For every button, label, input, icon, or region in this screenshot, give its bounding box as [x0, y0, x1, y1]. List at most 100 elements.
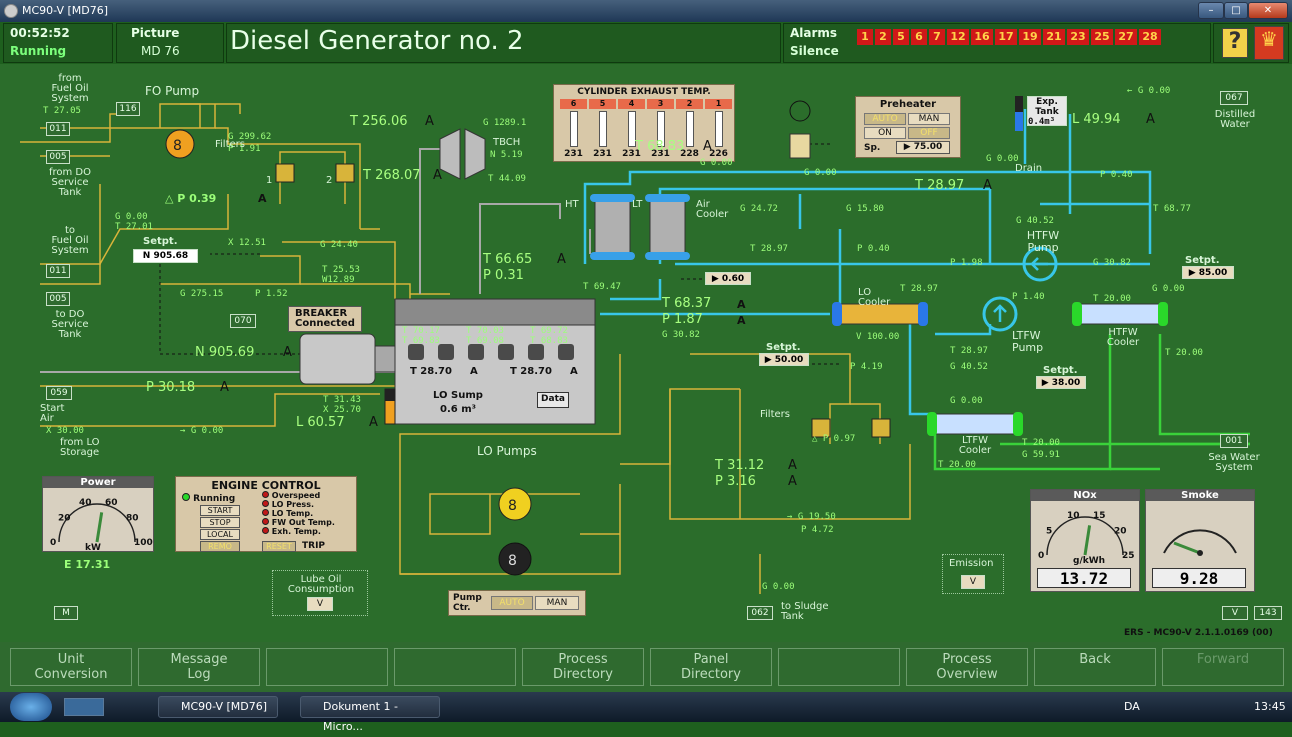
- alarm-number[interactable]: 12: [947, 29, 969, 45]
- preheater-man-button[interactable]: MAN: [908, 113, 950, 125]
- preheater-off-button[interactable]: OFF: [908, 127, 950, 139]
- smoke-value: 9.28: [1152, 568, 1246, 588]
- sump-level-alarm[interactable]: A: [369, 415, 378, 430]
- box-143[interactable]: 143: [1254, 606, 1282, 620]
- bottom-nav-button[interactable]: [394, 648, 516, 686]
- air-cooler-valve[interactable]: ▶ 0.60: [705, 272, 751, 285]
- lo-temp-alarm-b[interactable]: A: [570, 366, 578, 377]
- cylinder-temp: T 70.03: [466, 326, 504, 336]
- box-011-top[interactable]: 011: [46, 122, 70, 136]
- m-button[interactable]: M: [54, 606, 78, 620]
- box-059[interactable]: 059: [46, 386, 72, 400]
- alarm-number[interactable]: 16: [971, 29, 993, 45]
- injection-flow: G 24.40: [320, 240, 358, 250]
- bottom-nav-button[interactable]: Back: [1034, 648, 1156, 686]
- start-air-alarm[interactable]: A: [220, 380, 229, 395]
- lt-temp-alarm[interactable]: A: [983, 178, 992, 193]
- alarm-number[interactable]: 1: [857, 29, 873, 45]
- alarm-number[interactable]: 25: [1091, 29, 1113, 45]
- bottom-nav-button[interactable]: [266, 648, 388, 686]
- language-indicator[interactable]: DA: [1124, 700, 1140, 713]
- filter-dp-alarm[interactable]: A: [258, 192, 267, 205]
- pump-auto-button[interactable]: AUTO: [491, 596, 533, 610]
- data-button[interactable]: Data: [537, 392, 569, 408]
- ht-temp-6877: T 68.77: [1153, 204, 1191, 214]
- ht-setpoint[interactable]: ▶ 85.00: [1182, 266, 1234, 279]
- expansion-tank[interactable]: Exp. Tank: [1027, 96, 1067, 126]
- trip-item: Overspeed: [262, 491, 320, 500]
- box-005-bottom[interactable]: 005: [46, 292, 70, 306]
- bottom-nav-button[interactable]: [778, 648, 900, 686]
- alarm-number[interactable]: 21: [1043, 29, 1065, 45]
- bottom-nav-button[interactable]: Unit Conversion: [10, 648, 132, 686]
- tbch-temp: T 44.09: [488, 174, 526, 184]
- alarm-number[interactable]: 28: [1139, 29, 1161, 45]
- box-011-bottom[interactable]: 011: [46, 264, 70, 278]
- preheater-auto-button[interactable]: AUTO: [864, 113, 906, 125]
- ht-pressure-alarm[interactable]: A: [737, 314, 746, 327]
- lt-setpoint[interactable]: ▶ 38.00: [1036, 376, 1086, 389]
- lube-oil-button[interactable]: V: [307, 597, 333, 611]
- lo-pump-temp-alarm[interactable]: A: [788, 458, 797, 473]
- box-001[interactable]: 001: [1220, 434, 1248, 448]
- bottom-nav-button[interactable]: Panel Directory: [650, 648, 772, 686]
- emission-button[interactable]: V: [961, 575, 985, 589]
- alarm-number[interactable]: 7: [929, 29, 945, 45]
- turbo-inlet-alarm[interactable]: A: [425, 114, 434, 129]
- box-062[interactable]: 062: [747, 606, 773, 620]
- box-070[interactable]: 070: [230, 314, 256, 328]
- picture-box[interactable]: Picture MD 76: [116, 23, 224, 63]
- pump-man-button[interactable]: MAN: [535, 596, 579, 610]
- minimize-button[interactable]: –: [1198, 2, 1224, 19]
- close-button[interactable]: ✕: [1248, 2, 1288, 19]
- turbo-after-alarm[interactable]: A: [433, 168, 442, 183]
- maximize-button[interactable]: □: [1224, 2, 1248, 19]
- picture-label: Picture: [131, 26, 180, 40]
- start-orb-icon[interactable]: [10, 693, 52, 721]
- lt-temp-2897b: T 28.97: [750, 244, 788, 254]
- start-button[interactable]: START: [200, 505, 240, 516]
- remote-button[interactable]: REMO: [200, 541, 240, 552]
- task-mc90[interactable]: MC90-V [MD76]: [158, 696, 278, 718]
- preheater-on-button[interactable]: ON: [864, 127, 906, 139]
- bottom-nav-button[interactable]: Forward: [1162, 648, 1284, 686]
- local-button[interactable]: LOCAL: [200, 529, 240, 540]
- stop-button[interactable]: STOP: [200, 517, 240, 528]
- ht-outlet-alarm[interactable]: A: [703, 139, 712, 154]
- help-icon[interactable]: ?: [1222, 28, 1248, 58]
- exp-tank-alarm[interactable]: A: [1146, 112, 1155, 127]
- silence-label[interactable]: Silence: [790, 44, 839, 58]
- lo-temp-alarm-a[interactable]: A: [470, 366, 478, 377]
- reset-button[interactable]: RESET: [262, 541, 296, 552]
- alarm-number[interactable]: 23: [1067, 29, 1089, 45]
- box-067[interactable]: 067: [1220, 91, 1248, 105]
- ltfw-cooler-flow: G 59.91: [1022, 450, 1060, 460]
- alarm-number[interactable]: 19: [1019, 29, 1041, 45]
- engine-speed-alarm[interactable]: A: [283, 345, 292, 360]
- alarm-number[interactable]: 27: [1115, 29, 1137, 45]
- ht-temp-6837-alarm[interactable]: A: [737, 298, 746, 311]
- ht-setpt-label: Setpt.: [1185, 255, 1220, 266]
- v-button[interactable]: V: [1222, 606, 1248, 620]
- bottom-nav-button[interactable]: Message Log: [138, 648, 260, 686]
- task-word[interactable]: Dokument 1 - Micro...: [300, 696, 440, 733]
- box-005-top[interactable]: 005: [46, 150, 70, 164]
- alarm-number[interactable]: 6: [911, 29, 927, 45]
- nox-value: 13.72: [1037, 568, 1131, 588]
- box-116[interactable]: 116: [116, 102, 140, 116]
- bottom-nav-button[interactable]: Process Directory: [522, 648, 644, 686]
- lo-temp-alarm[interactable]: A: [557, 252, 566, 267]
- bottom-nav-button[interactable]: Process Overview: [906, 648, 1028, 686]
- fuel-setpt-value[interactable]: N 905.68: [133, 249, 198, 263]
- breaker-panel[interactable]: BREAKER Connected: [288, 306, 362, 332]
- alarm-number[interactable]: 5: [893, 29, 909, 45]
- quick-launch-icon[interactable]: [64, 698, 104, 716]
- alarm-number[interactable]: 2: [875, 29, 891, 45]
- preheater-setpoint[interactable]: ▶ 75.00: [896, 141, 950, 154]
- lo-pump-pressure-alarm[interactable]: A: [788, 474, 797, 489]
- lo-setpoint[interactable]: ▶ 50.00: [759, 353, 809, 366]
- taskbar-clock[interactable]: 13:45: [1254, 700, 1286, 713]
- alarm-number[interactable]: 17: [995, 29, 1017, 45]
- alarms-label[interactable]: Alarms: [790, 26, 838, 40]
